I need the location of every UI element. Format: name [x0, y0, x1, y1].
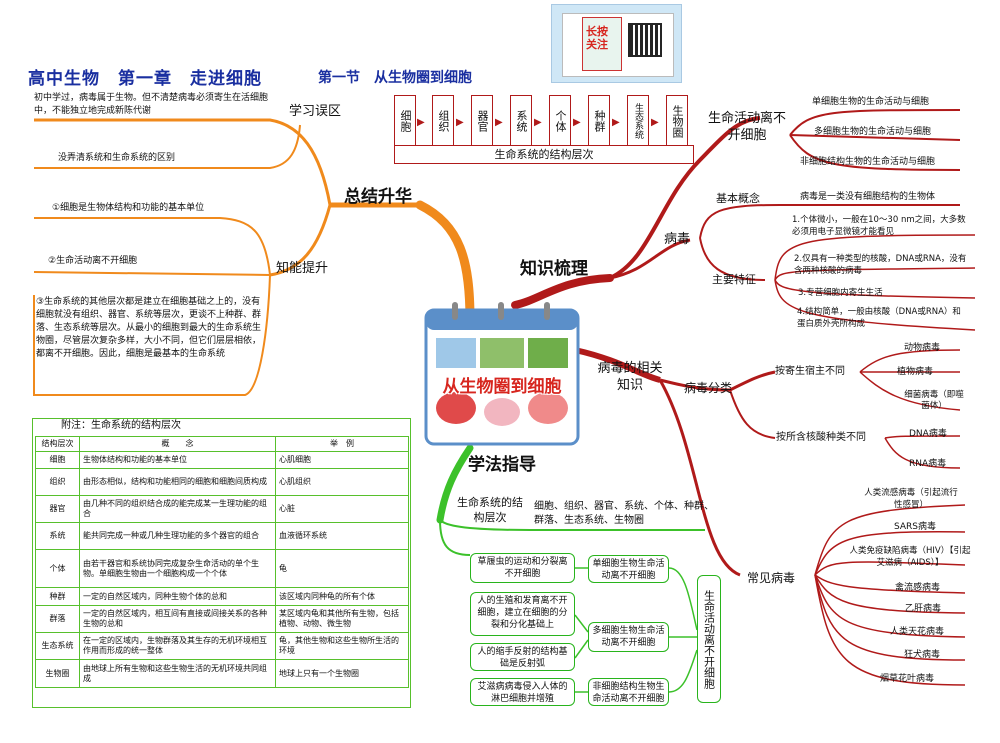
page-title: 高中生物 第一章 走进细胞 [28, 69, 262, 89]
summary-point-1: ①细胞是生物体结构和功能的基本单位 [52, 203, 205, 213]
life-item: 多细胞生物的生命活动与细胞 [814, 127, 932, 137]
level-cell: 组织 [432, 95, 454, 147]
appendix-title: 附注：生命系统的结构层次 [61, 420, 181, 431]
level-cell: 个体 [549, 95, 571, 147]
level-arrow: ▶ [456, 117, 464, 128]
method-middle-box: 单细胞生物生命活动离不开细胞 [588, 555, 669, 583]
table-row: 生态系统 在一定的区域内，生物群落及其生存的无机环境相互作用而形成的统一整体 龟… [35, 632, 409, 660]
by-acid-label: 按所含核酸种类不同 [776, 432, 866, 443]
qr-promo-card[interactable]: 长按 关注 [551, 4, 682, 83]
branch-method: 学法指导 [468, 455, 536, 475]
table-row: 种群 一定的自然区域内，同种生物个体的总和 该区域内同种龟的所有个体 [35, 587, 409, 606]
life-item: 单细胞生物的生命活动与细胞 [812, 97, 930, 107]
common-virus-item: 禽流感病毒 [895, 583, 941, 593]
concept-text: 病毒是一类没有细胞结构的生物体 [800, 192, 936, 202]
table-row: 细胞 生物体结构和功能的基本单位 心肌细胞 [35, 451, 409, 469]
feature-item: 2.仅具有一种类型的核酸，DNA或RNA，没有含两种核酸的病毒 [794, 254, 967, 276]
promo-badge: 长按 关注 [586, 25, 608, 51]
table-header: 举 例 [275, 436, 409, 452]
concept-label: 基本概念 [716, 192, 760, 205]
table-row: 生物圈 由地球上所有生物和这些生物生活的无机环境共同组成 地球上只有一个生物圈 [35, 659, 409, 688]
level-cell: 细胞 [394, 95, 416, 147]
method-middle-box: 非细胞结构生物生命活动离不开细胞 [588, 678, 669, 706]
method-levels-text: 细胞、组织、器官、系统、个体、种群、群落、生态系统、生物圈 [534, 501, 714, 526]
appendix-table: 附注：生命系统的结构层次 结构层次 概 念 举 例 细胞 生物体结构和功能的基本… [32, 418, 411, 708]
table-row: 群落 一定的自然区域内，相互间有直接或间接关系的各种生物的总和 某区域内龟和其他… [35, 605, 409, 633]
method-example-box: 艾滋病病毒侵入人体的淋巴细胞并增殖 [470, 678, 575, 706]
by-host-label: 按寄生宿主不同 [775, 366, 845, 377]
by-host-item: 植物病毒 [897, 367, 934, 377]
method-middle-box: 多细胞生物生命活动离不开细胞 [588, 622, 669, 652]
levels-caption: 生命系统的结构层次 [394, 145, 694, 164]
feature-item: 1.个体微小，一般在10～30 nm之间，大多数必须用电子显微镜才能看见 [792, 215, 966, 237]
level-cell: 器官 [471, 95, 493, 147]
common-virus-item: SARS病毒 [894, 522, 937, 532]
level-arrow: ▶ [417, 117, 425, 128]
level-cell: 生态系统 [627, 95, 649, 147]
table-row: 系统 能共同完成一种或几种生理功能的多个器官的组合 血液循环系统 [35, 522, 409, 550]
table-row: 个体 由若干器官和系统协同完成复杂生命活动的单个生物。单细胞生物由一个细胞构成一… [35, 549, 409, 588]
life-activity-label: 生命活动离不开细胞 [707, 111, 786, 143]
summary-point-2: ②生命活动离不开细胞 [48, 256, 138, 266]
feature-item: 4.结构简单，一般由核酸（DNA或RNA）和蛋白质外壳所构成 [797, 307, 961, 329]
level-cell: 系统 [510, 95, 532, 147]
level-cell: 生物圈 [666, 95, 688, 147]
virus-related-label: 病毒的相关知识 [597, 361, 663, 393]
central-topic-title: 从生物圈到细胞 [442, 377, 562, 397]
level-arrow: ▶ [573, 117, 581, 128]
calendar-icon [424, 302, 580, 446]
method-example-box: 人的缩手反射的结构基础是反射弧 [470, 643, 575, 671]
feature-item: 3.专营细胞内寄生生活 [798, 288, 883, 298]
central-topic-card: 从生物圈到细胞 [422, 300, 582, 448]
virus-classify-label: 病毒分类 [684, 381, 733, 395]
common-virus-item: 乙肝病毒 [905, 604, 942, 614]
table-row: 组织 由形态相似，结构和功能相同的细胞和细胞间质构成 心肌组织 [35, 468, 409, 496]
table-row: 器官 由几种不同的组织结合成的能完成某一生理功能的组合 心脏 [35, 495, 409, 523]
by-host-item: 细菌病毒（即噬菌体） [904, 390, 964, 411]
branch-knowledge: 知识梳理 [520, 259, 588, 279]
summary-improve-label: 知能提升 [276, 261, 329, 276]
method-example-box: 人的生殖和发育离不开细胞，建立在细胞的分裂和分化基础上 [470, 592, 575, 636]
by-host-item: 动物病毒 [904, 343, 941, 353]
by-acid-item: DNA病毒 [909, 429, 947, 439]
common-virus-label: 常见病毒 [747, 571, 796, 585]
table-header: 概 念 [79, 436, 276, 452]
method-conclusion-box: 生命活动离不开细胞 [697, 575, 721, 703]
common-virus-item: 人类天花病毒 [890, 627, 945, 637]
common-virus-item: 狂犬病毒 [904, 650, 941, 660]
features-label: 主要特征 [712, 273, 756, 286]
virus-label: 病毒 [664, 232, 691, 247]
method-example-box: 草履虫的运动和分裂离不开细胞 [470, 553, 575, 583]
summary-mistake-1: 初中学过，病毒属于生物。但不清楚病毒必须寄生在活细胞中，不能独立地完成新陈代谢 [34, 93, 269, 116]
levels-table: 结构层次 概 念 举 例 细胞 生物体结构和功能的基本单位 心肌细胞 组织 由形… [35, 436, 409, 688]
common-virus-item: 人类流感病毒（引起流行性感冒） [864, 488, 958, 510]
method-levels-label: 生命系统的结构层次 [457, 496, 523, 524]
branch-summary: 总结升华 [344, 187, 412, 207]
summary-mistakes-label: 学习误区 [289, 104, 342, 119]
common-virus-item: 烟草花叶病毒 [880, 674, 935, 684]
by-acid-item: RNA病毒 [909, 459, 947, 469]
level-arrow: ▶ [612, 117, 620, 128]
level-arrow: ▶ [534, 117, 542, 128]
common-virus-item: 人类免疫缺陷病毒（HIV）【引起艾滋病（AIDS）】 [849, 546, 971, 568]
table-header: 结构层次 [35, 436, 80, 452]
summary-mistake-2: 没弄清系统和生命系统的区别 [58, 153, 176, 163]
level-arrow: ▶ [651, 117, 659, 128]
life-item: 非细胞结构生物的生命活动与细胞 [800, 157, 936, 167]
level-arrow: ▶ [495, 117, 503, 128]
qr-code-icon [628, 23, 662, 57]
page-subtitle: 第一节 从生物圈到细胞 [318, 70, 472, 86]
level-cell: 种群 [588, 95, 610, 147]
summary-point-3: ③生命系统的其他层次都是建立在细胞基础之上的，没有细胞就没有组织、器官、系统等层… [36, 297, 262, 359]
table-header-row: 结构层次 概 念 举 例 [35, 436, 409, 452]
